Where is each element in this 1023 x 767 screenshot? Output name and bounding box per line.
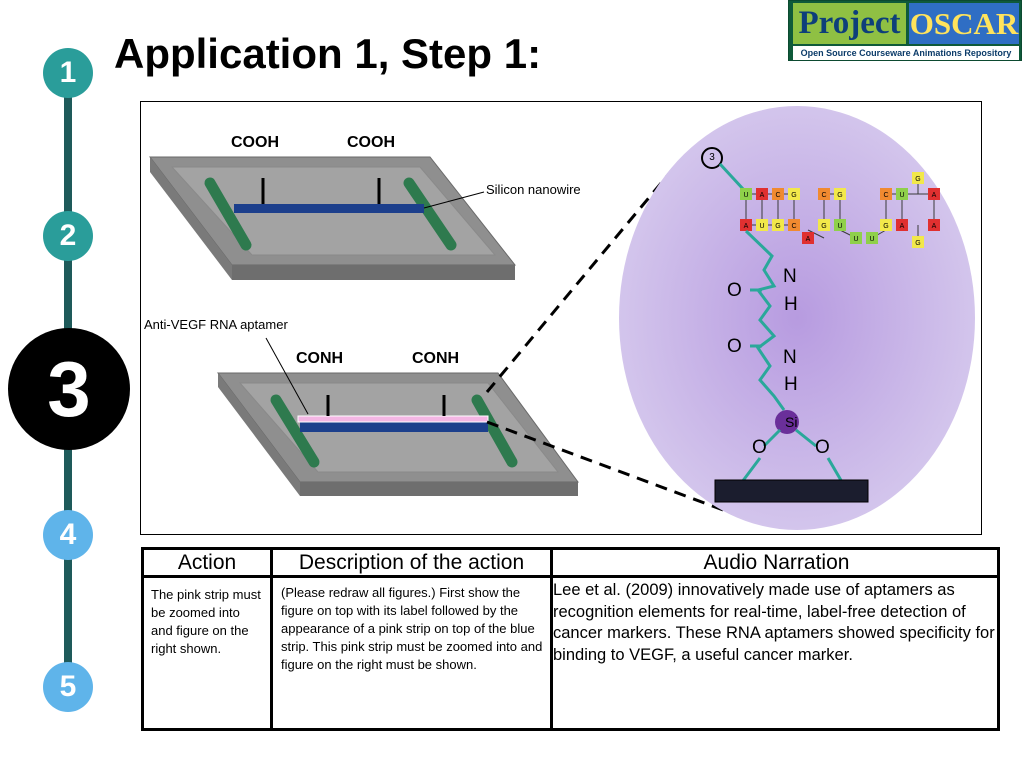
atom-n1: N xyxy=(783,266,797,287)
atom-h2: H xyxy=(784,374,798,395)
rna-base: G xyxy=(821,223,826,230)
narration-cell: Lee et al. (2009) innovatively made use … xyxy=(553,581,995,664)
rna-base: G xyxy=(837,192,842,199)
bottom-left-electrode xyxy=(270,394,320,468)
rna-base: C xyxy=(791,223,796,230)
atom-o-left: O xyxy=(752,437,767,458)
rna-base: U xyxy=(759,223,764,230)
three-prime-label: 3 xyxy=(709,152,715,163)
logo-word-project: Project xyxy=(793,3,906,44)
narration-column: Audio Narration Lee et al. (2009) innova… xyxy=(553,550,1000,728)
step-5-button[interactable]: 5 xyxy=(43,662,93,712)
project-oscar-logo[interactable]: Project OSCAR Open Source Courseware Ani… xyxy=(788,0,1022,61)
atom-h1: H xyxy=(784,294,798,315)
linker-chain xyxy=(744,229,786,411)
rna-base: A xyxy=(806,236,811,243)
rna-base: U xyxy=(853,236,858,243)
rna-base: U xyxy=(743,192,748,199)
bottom-right-electrode xyxy=(471,394,518,468)
description-cell: (Please redraw all figures.) First show … xyxy=(281,585,543,672)
atom-o2: O xyxy=(727,336,742,357)
action-header: Action xyxy=(144,550,270,578)
zoom-line-upper xyxy=(485,169,674,393)
rna-base: G xyxy=(883,223,888,230)
rna-base: G xyxy=(915,176,920,183)
action-cell: The pink strip must be zoomed into and f… xyxy=(151,587,261,656)
atom-n2: N xyxy=(783,347,797,368)
bottom-chip xyxy=(216,337,579,496)
logo-word-oscar: OSCAR xyxy=(909,3,1019,44)
description-header: Description of the action xyxy=(273,550,550,578)
action-column: Action The pink strip must be zoomed int… xyxy=(144,550,273,728)
step-1-button[interactable]: 1 xyxy=(43,48,93,98)
narration-header: Audio Narration xyxy=(553,550,1000,578)
step-3-active-indicator[interactable]: 3 xyxy=(8,328,130,450)
top-chip xyxy=(148,156,517,280)
rna-base: A xyxy=(932,192,937,199)
rna-base: A xyxy=(744,223,749,230)
aptamer-label: Anti-VEGF RNA aptamer xyxy=(144,317,288,332)
rna-base: C xyxy=(775,192,780,199)
top-chip-label-1: COOH xyxy=(231,134,279,151)
rna-base: C xyxy=(821,192,826,199)
atom-o1: O xyxy=(727,280,742,301)
atom-si: Si xyxy=(785,414,798,430)
rna-base: U xyxy=(837,223,842,230)
rna-base: U xyxy=(899,192,904,199)
storyboard-table: Action The pink strip must be zoomed int… xyxy=(141,547,1000,731)
top-silicon-nanowire xyxy=(234,204,424,213)
bottom-silicon-nanowire xyxy=(300,422,488,432)
pink-aptamer-strip xyxy=(297,415,489,423)
rna-base: U xyxy=(869,236,874,243)
zoom-line-lower xyxy=(486,420,751,522)
step-4-button[interactable]: 4 xyxy=(43,510,93,560)
rna-base: A xyxy=(760,192,765,199)
bottom-chip-label-1: CONH xyxy=(296,350,344,367)
description-header-text: Description of the action xyxy=(298,551,525,574)
silicon-surface xyxy=(714,479,869,503)
rna-base: G xyxy=(791,192,796,199)
zoom-ellipse xyxy=(619,106,975,530)
step-2-button[interactable]: 2 xyxy=(43,211,93,261)
rna-base: C xyxy=(883,192,888,199)
rna-base: A xyxy=(932,223,937,230)
top-chip-label-2: COOH xyxy=(347,134,395,151)
top-right-electrode xyxy=(403,177,457,251)
narration-header-text: Audio Narration xyxy=(703,551,850,574)
bottom-chip-label-2: CONH xyxy=(412,350,460,367)
description-column: Description of the action (Please redraw… xyxy=(273,550,553,728)
top-left-electrode xyxy=(204,177,252,251)
slide-title: Application 1, Step 1: xyxy=(114,30,542,77)
logo-subtitle: Open Source Courseware Animations Reposi… xyxy=(793,46,1019,60)
rna-base: A xyxy=(900,223,905,230)
rna-base: G xyxy=(915,240,920,247)
silicon-nanowire-label: Silicon nanowire xyxy=(486,182,581,197)
silicon-atom xyxy=(775,410,799,434)
rna-base: G xyxy=(775,223,780,230)
action-header-text: Action xyxy=(177,551,237,574)
atom-o-right: O xyxy=(815,437,830,458)
rna-aptamer-structure: U A C G C G C U A G A U G C A G U U U G … xyxy=(740,172,940,248)
